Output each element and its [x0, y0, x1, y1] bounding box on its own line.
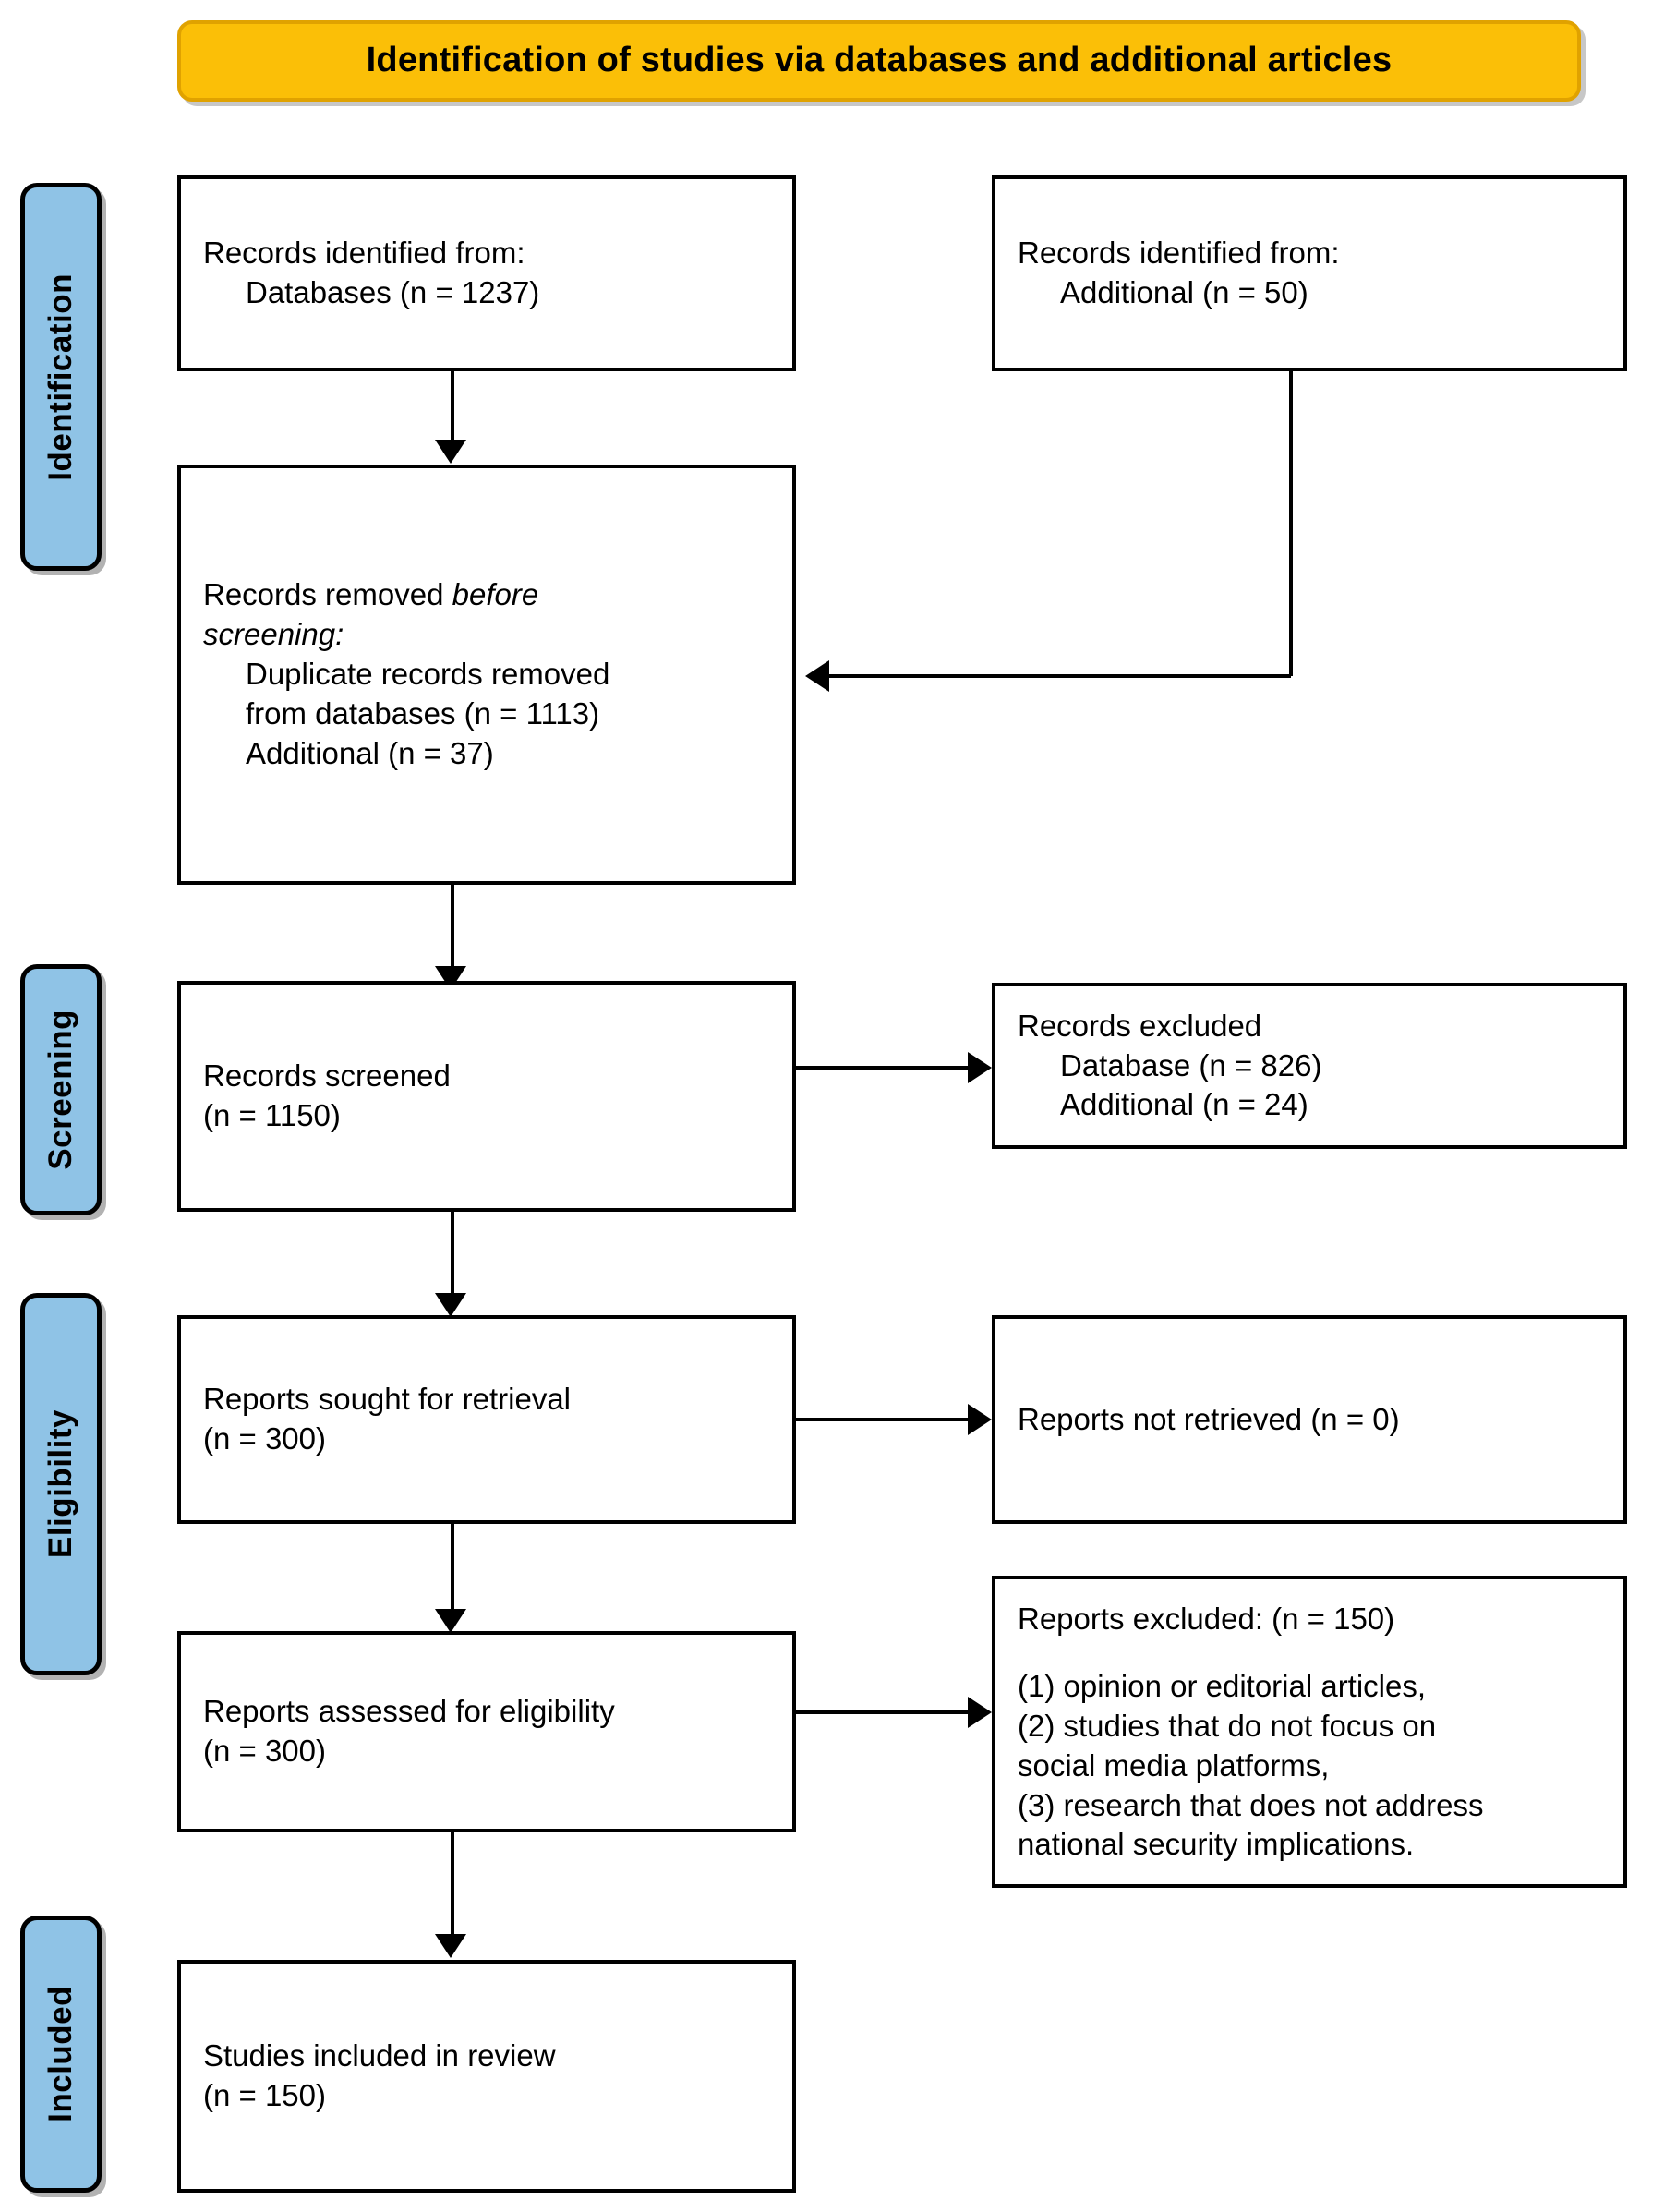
- connector-sought-to-not-retrieved-line: [796, 1418, 968, 1421]
- records-excluded-line-1: Records excluded: [1018, 1008, 1262, 1043]
- stage-label-identification-text: Identification: [42, 272, 78, 481]
- connector-sought-to-assessed-line: [451, 1524, 454, 1609]
- records-identified-additional-line-1: Records identified from:: [1018, 236, 1340, 271]
- connector-screened-to-sought-arrow: [435, 1293, 466, 1317]
- reports-excluded-line-6: national security implications.: [1018, 1827, 1415, 1862]
- box-records-removed-before-screening: Records removed before screening: Duplic…: [177, 465, 796, 885]
- studies-included-line-1: Studies included in review: [203, 2038, 556, 2073]
- connector-screened-to-excluded-line: [796, 1066, 968, 1070]
- connector-screened-to-excluded-arrow: [968, 1052, 992, 1083]
- connector-sought-to-not-retrieved-arrow: [968, 1404, 992, 1435]
- box-reports-excluded: Reports excluded: (n = 150) (1) opinion …: [992, 1576, 1627, 1888]
- connector-screened-to-sought-line: [451, 1212, 454, 1293]
- box-studies-included-in-review: Studies included in review (n = 150): [177, 1960, 796, 2193]
- box-records-excluded: Records excluded Database (n = 826) Addi…: [992, 983, 1627, 1149]
- connector-additional-to-removed-horizontal: [829, 674, 1291, 678]
- records-screened-line-1: Records screened: [203, 1058, 451, 1094]
- connector-assessed-to-included-line: [451, 1832, 454, 1934]
- connector-assessed-to-excluded-arrow: [968, 1697, 992, 1728]
- page-title: Identification of studies via databases …: [366, 41, 1393, 80]
- reports-assessed-line-2: (n = 300): [203, 1734, 326, 1768]
- reports-excluded-line-5: (3) research that does not address: [1018, 1787, 1484, 1822]
- reports-sought-line-2: (n = 300): [203, 1421, 326, 1456]
- box-reports-not-retrieved: Reports not retrieved (n = 0): [992, 1315, 1627, 1524]
- diagram-header-banner: Identification of studies via databases …: [177, 20, 1581, 102]
- box-records-identified-databases: Records identified from: Databases (n = …: [177, 175, 796, 371]
- studies-included-line-2: (n = 150): [203, 2078, 326, 2112]
- stage-label-included: Included: [20, 1916, 102, 2193]
- records-identified-databases-line-2: Databases (n = 1237): [246, 275, 540, 309]
- box-records-identified-additional: Records identified from: Additional (n =…: [992, 175, 1627, 371]
- records-removed-line-4: from databases (n = 1113): [246, 695, 600, 731]
- connector-additional-to-removed-vertical: [1289, 371, 1293, 676]
- records-excluded-line-2: Database (n = 826): [1060, 1047, 1322, 1082]
- stage-label-screening: Screening: [20, 964, 102, 1215]
- stage-label-eligibility-text: Eligibility: [42, 1409, 78, 1559]
- reports-excluded-line-1: Reports excluded: (n = 150): [1018, 1602, 1395, 1636]
- records-removed-line-1: Records removed before: [203, 575, 770, 615]
- records-removed-line-2: screening:: [203, 617, 344, 652]
- records-identified-additional-line-2: Additional (n = 50): [1060, 275, 1308, 309]
- box-reports-sought-for-retrieval: Reports sought for retrieval (n = 300): [177, 1315, 796, 1524]
- reports-excluded-line-2: (1) opinion or editorial articles,: [1018, 1668, 1427, 1703]
- stage-label-included-text: Included: [42, 1986, 78, 2122]
- box-records-screened: Records screened (n = 1150): [177, 981, 796, 1212]
- reports-excluded-line-4: social media platforms,: [1018, 1747, 1330, 1783]
- connector-sought-to-assessed-arrow: [435, 1609, 466, 1633]
- records-removed-line-1-plain: Records removed: [203, 577, 452, 612]
- box-reports-assessed-for-eligibility: Reports assessed for eligibility (n = 30…: [177, 1631, 796, 1832]
- records-identified-databases-line-1: Records identified from:: [203, 236, 525, 271]
- connector-assessed-to-included-arrow: [435, 1934, 466, 1958]
- connector-removed-to-screened-line: [451, 885, 454, 966]
- stage-label-identification: Identification: [20, 183, 102, 571]
- stage-label-screening-text: Screening: [42, 1009, 78, 1170]
- connector-additional-to-removed-arrow: [805, 660, 829, 692]
- connector-databases-to-removed-line: [451, 371, 454, 440]
- records-excluded-line-3: Additional (n = 24): [1060, 1087, 1308, 1122]
- connector-databases-to-removed-arrow: [435, 440, 466, 464]
- reports-sought-line-1: Reports sought for retrieval: [203, 1382, 572, 1417]
- stage-label-eligibility: Eligibility: [20, 1293, 102, 1675]
- reports-excluded-line-3: (2) studies that do not focus on: [1018, 1708, 1437, 1743]
- records-removed-line-5: Additional (n = 37): [246, 735, 494, 770]
- connector-assessed-to-excluded-line: [796, 1710, 968, 1714]
- records-removed-line-1-italic: before: [452, 577, 539, 612]
- records-screened-line-2: (n = 1150): [203, 1098, 341, 1132]
- reports-assessed-line-1: Reports assessed for eligibility: [203, 1694, 615, 1729]
- reports-excluded-spacer: [1018, 1639, 1601, 1667]
- records-removed-line-3: Duplicate records removed: [246, 657, 610, 692]
- reports-not-retrieved-line-1: Reports not retrieved (n = 0): [1018, 1401, 1400, 1436]
